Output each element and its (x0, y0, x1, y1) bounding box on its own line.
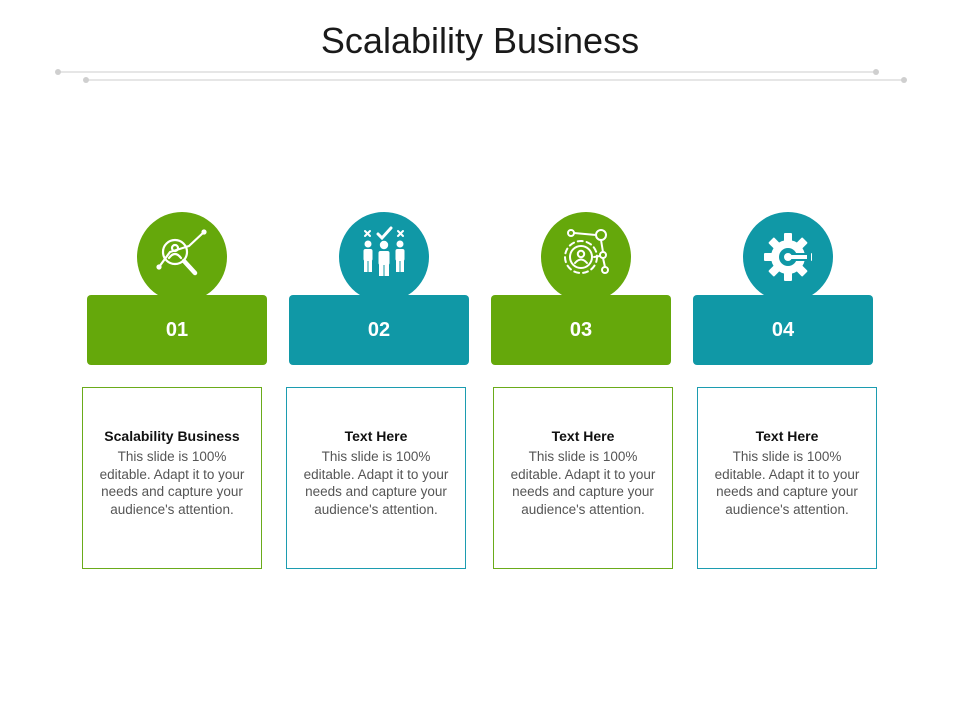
step-2-heading: Text Here (344, 428, 408, 444)
step-4-card: Text Here This slide is 100% editable. A… (697, 387, 877, 569)
title-divider (55, 69, 907, 83)
step-2-card: Text Here This slide is 100% editable. A… (286, 387, 466, 569)
step-3: 03 (491, 0, 681, 720)
magnifier-chart-icon (156, 229, 207, 276)
step-1-number-tab: 01 (87, 295, 267, 365)
step-4-number-tab: 04 (693, 295, 873, 365)
step-3-description: This slide is 100% editable. Adapt it to… (510, 449, 656, 517)
step-1-circle (137, 212, 227, 302)
step-4: 04 (693, 0, 883, 720)
step-3-number-tab: 03 (491, 295, 671, 365)
step-3-heading: Text Here (551, 428, 615, 444)
step-1: 01 (87, 0, 277, 720)
step-2-description: This slide is 100% editable. Adapt it to… (303, 449, 449, 517)
step-4-circle (743, 212, 833, 302)
step-1-heading: Scalability Business (104, 428, 240, 444)
step-3-card: Text Here This slide is 100% editable. A… (493, 387, 673, 569)
step-4-description: This slide is 100% editable. Adapt it to… (714, 449, 860, 517)
gear-tool-icon (764, 233, 812, 281)
step-2-circle (339, 212, 429, 302)
step-2: 02 (289, 0, 479, 720)
step-1-card: Scalability Business This slide is 100% … (82, 387, 262, 569)
step-1-description: This slide is 100% editable. Adapt it to… (99, 449, 245, 517)
team-approval-icon (363, 226, 405, 276)
slide-title: Scalability Business (320, 20, 640, 61)
gear-network-icon (564, 229, 609, 274)
step-4-heading: Text Here (755, 428, 819, 444)
step-2-number-tab: 02 (289, 295, 469, 365)
step-3-circle (541, 212, 631, 302)
